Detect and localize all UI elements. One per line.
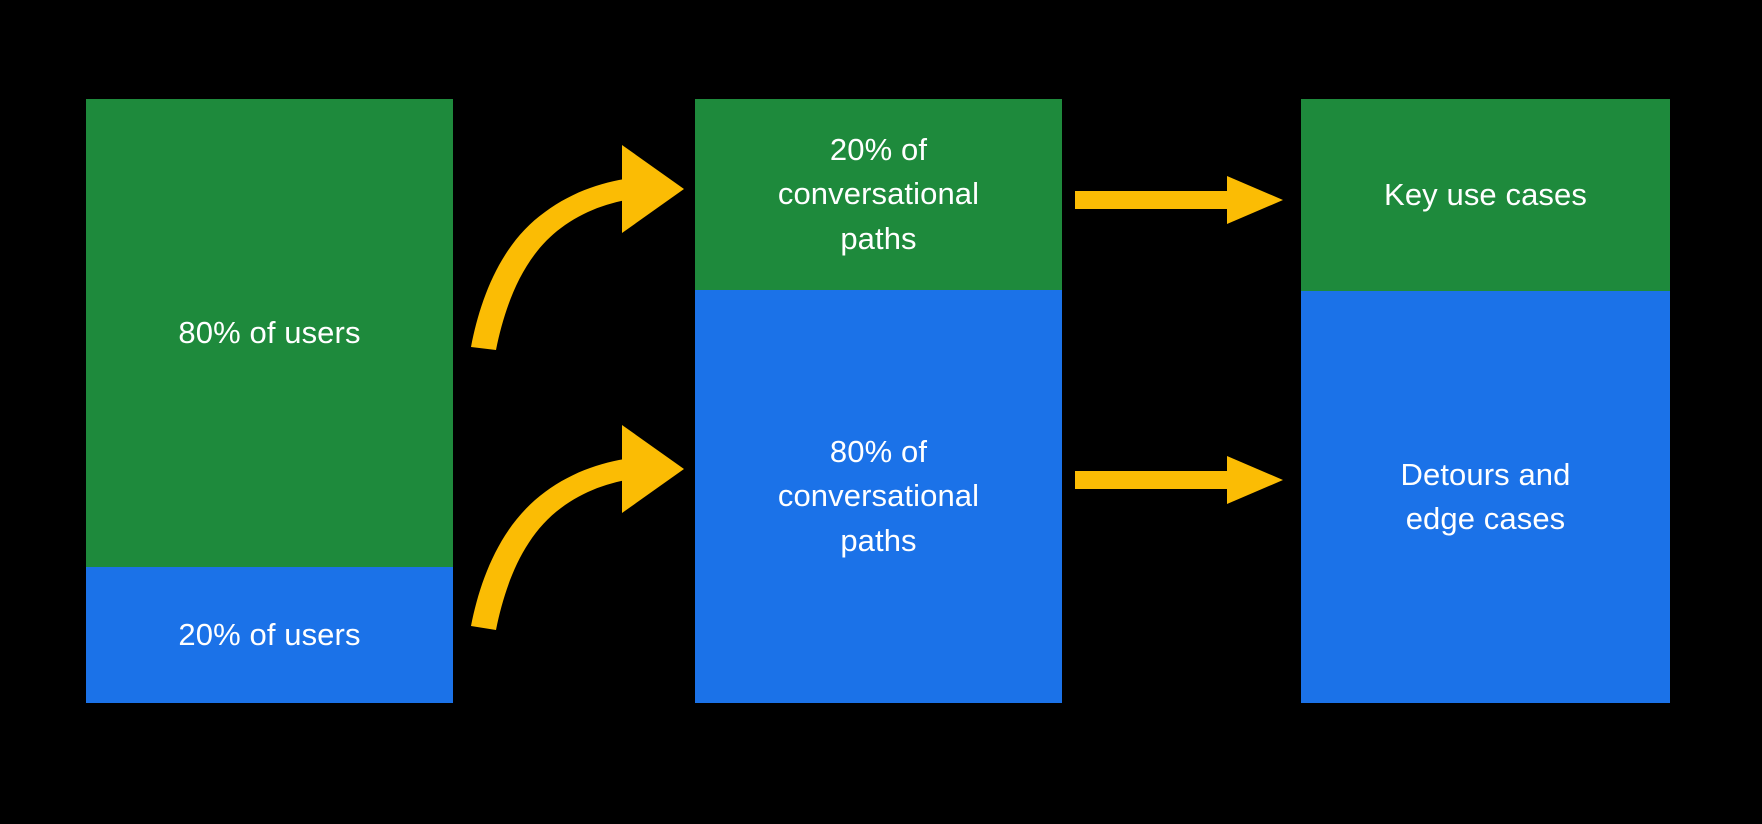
segment-label-paths-green: 20% of conversational paths (777, 132, 980, 256)
segment-label-detours-edge-cases: Detours and edge cases (1400, 456, 1571, 536)
straight-arrow-icon-bottom (1075, 456, 1283, 504)
segment-key-use-cases: Key use cases (1301, 99, 1670, 291)
curved-arrow-icon-top (471, 145, 684, 350)
straight-arrow-icon-top (1075, 176, 1283, 224)
segment-label-users-green: 80% of users (178, 314, 361, 350)
curved-arrow-icon-bottom (471, 425, 684, 630)
segment-label-users-blue: 20% of users (178, 616, 361, 652)
users-column: 80% of users 20% of users (86, 99, 453, 703)
segment-label-key-use-cases: Key use cases (1384, 176, 1587, 212)
segment-users-blue: 20% of users (86, 567, 453, 703)
segment-users-green: 80% of users (86, 99, 453, 567)
segment-detours-edge-cases: Detours and edge cases (1301, 291, 1670, 703)
use-cases-column: Key use cases Detours and edge cases (1301, 99, 1670, 703)
conversational-paths-column: 20% of conversational paths 80% of conve… (695, 99, 1062, 703)
segment-label-paths-blue: 80% of conversational paths (777, 434, 980, 558)
segment-paths-blue: 80% of conversational paths (695, 290, 1062, 703)
segment-paths-green: 20% of conversational paths (695, 99, 1062, 290)
